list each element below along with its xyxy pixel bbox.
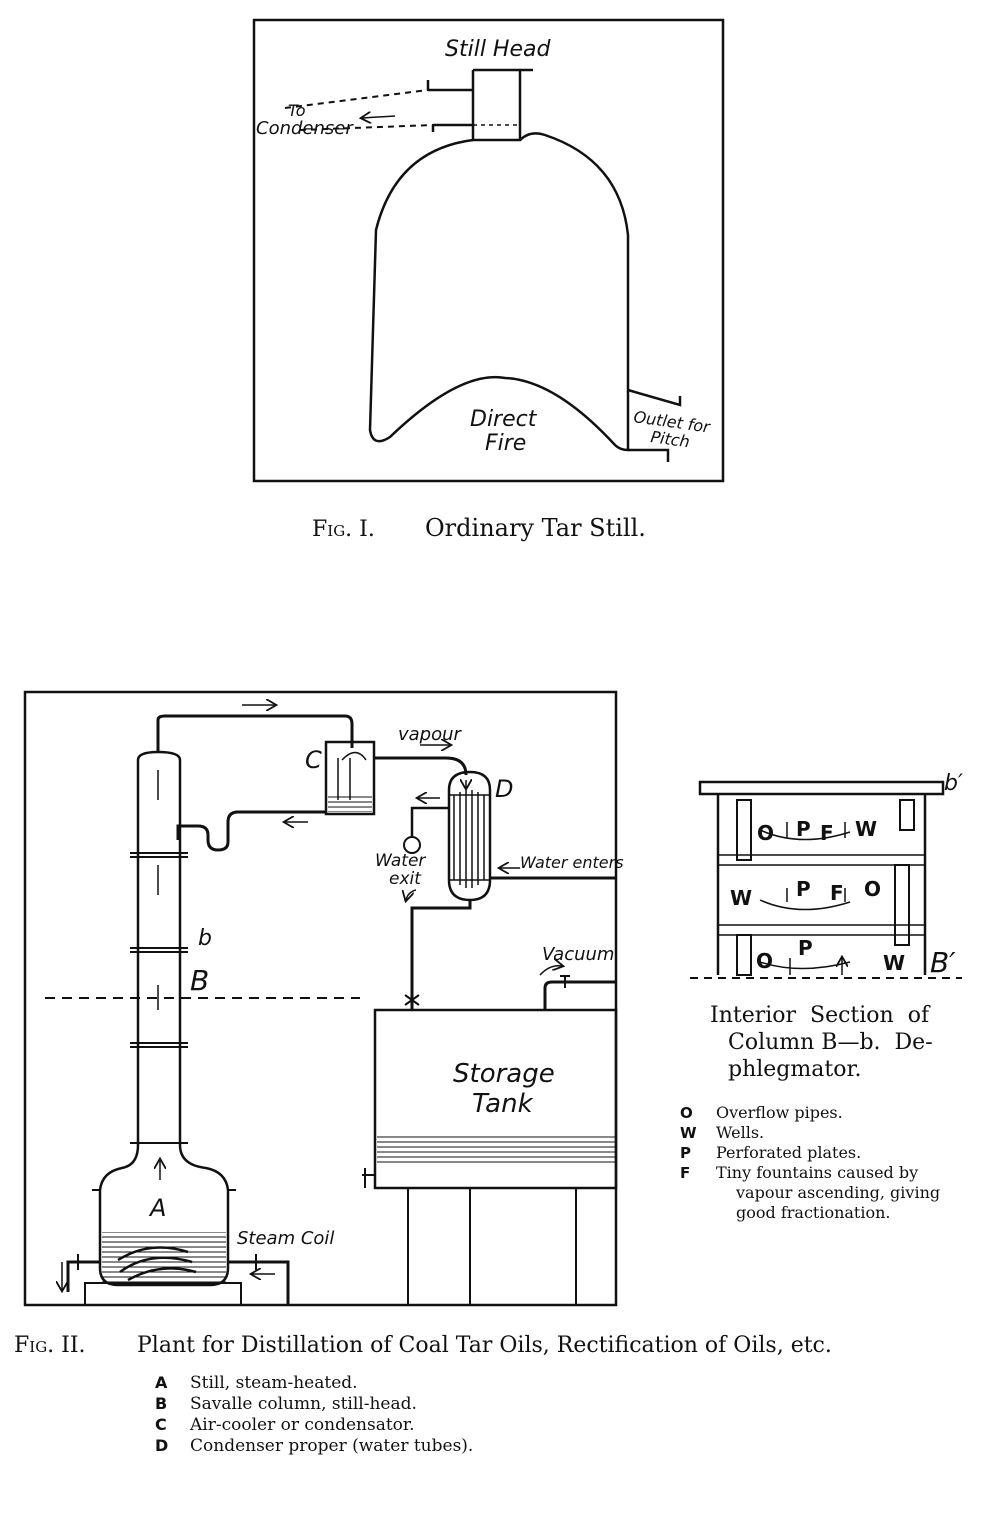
pipe-c-to-d — [374, 756, 468, 776]
water-exit-label-1: Water — [375, 851, 426, 871]
section-caption-3: phlegmator. — [728, 1057, 862, 1082]
condensator-c — [324, 740, 376, 816]
label-d: D — [495, 775, 513, 803]
fig2-caption-title: Plant for Distillation of Coal Tar Oils,… — [137, 1333, 832, 1358]
fig2-legend-text-b: Savalle column, still-head. — [190, 1394, 417, 1414]
section-row1-w: W — [855, 817, 877, 841]
storage-tank — [362, 1008, 618, 1306]
section-caption-1: Interior Section of — [710, 1003, 931, 1028]
section-b-prime-top: b′ — [944, 771, 963, 796]
section-legend-key-o: O — [680, 1104, 693, 1122]
fig2-distillation-plant: C D A B b vapour Water exit Water enters… — [23, 690, 624, 1307]
still-head — [426, 68, 533, 142]
section-caption-2: Column B—b. De- — [728, 1030, 933, 1055]
section-legend-text-p: Perforated plates. — [716, 1143, 861, 1162]
water-exit-label-2: exit — [389, 869, 422, 889]
section-row2-f: F — [830, 881, 844, 905]
section-legend-cont-1: vapour ascending, giving — [735, 1183, 940, 1202]
fig2-legend-text-d: Condenser proper (water tubes). — [190, 1436, 473, 1456]
pipe-d-to-tank — [410, 900, 472, 1010]
section-row3-w: W — [883, 951, 905, 975]
section-row3-o: O — [756, 949, 773, 973]
pitch-outlet — [627, 388, 682, 462]
fig2-legend-key-d: D — [155, 1436, 168, 1455]
label-b-small: b — [198, 926, 212, 951]
to-condenser-label-1: To — [288, 101, 306, 120]
section-legend-key-p: P — [680, 1144, 691, 1162]
vapour-pipe-top — [156, 714, 354, 752]
fig2-legend-text-a: Still, steam-heated. — [190, 1373, 358, 1393]
to-condenser-label-2: Condenser — [256, 118, 354, 139]
section-row1-f: F — [820, 821, 834, 845]
vapour-label: vapour — [398, 724, 463, 745]
outlet-label-2: Pitch — [649, 427, 691, 451]
section-row2-o: O — [864, 877, 881, 901]
interior-section: b′ B′ O P F W W P F O O P W Interior Sec… — [680, 771, 963, 1222]
section-legend-key-f: F — [680, 1164, 690, 1182]
storage-tank-label-1: Storage — [453, 1059, 555, 1089]
fig2-legend-key-c: C — [155, 1415, 167, 1434]
still-head-label: Still Head — [445, 37, 551, 62]
condenser-d — [447, 770, 492, 902]
fig2-caption-number: Fig. II. — [14, 1333, 86, 1358]
return-pipe — [176, 810, 326, 852]
section-legend-key-w: W — [680, 1124, 697, 1142]
water-enters-label: Water enters — [520, 853, 624, 872]
fig2-legend-key-b: B — [155, 1394, 167, 1413]
section-legend-text-f: Tiny fountains caused by — [716, 1163, 918, 1182]
section-row1-p: P — [796, 817, 811, 841]
fig2-legend-text-c: Air-cooler or condensator. — [189, 1415, 415, 1435]
vacuum-label: Vacuum — [542, 944, 614, 965]
fig2-frame — [23, 690, 618, 1307]
label-a: A — [148, 1194, 166, 1222]
section-legend-text-w: Wells. — [716, 1123, 764, 1142]
label-c: C — [305, 746, 322, 774]
fig1-caption-title: Ordinary Tar Still. — [425, 514, 646, 542]
fig1-frame — [252, 18, 725, 483]
steam-coil-label: Steam Coil — [237, 1228, 334, 1249]
section-legend-cont-2: good fractionation. — [736, 1203, 891, 1222]
fig1-ordinary-tar-still: Still Head To Condenser Direct Fire Outl… — [252, 18, 725, 483]
direct-fire-label-2: Fire — [485, 431, 526, 456]
section-row3-p: P — [798, 936, 813, 960]
label-b: B — [190, 964, 209, 997]
fig1-caption-number: Fig. I. — [312, 517, 375, 542]
still-a — [62, 1144, 290, 1306]
fig2-legend-key-a: A — [155, 1373, 168, 1392]
section-legend-text-o: Overflow pipes. — [716, 1103, 843, 1122]
section-row2-w: W — [730, 886, 752, 910]
section-row2-p: P — [796, 877, 811, 901]
section-row1-o: O — [757, 821, 774, 845]
still-body — [368, 132, 630, 452]
direct-fire-label-1: Direct — [470, 407, 538, 432]
section-b-prime-bottom: B′ — [930, 946, 956, 979]
savalle-column — [130, 750, 188, 1180]
storage-tank-label-2: Tank — [472, 1089, 534, 1119]
